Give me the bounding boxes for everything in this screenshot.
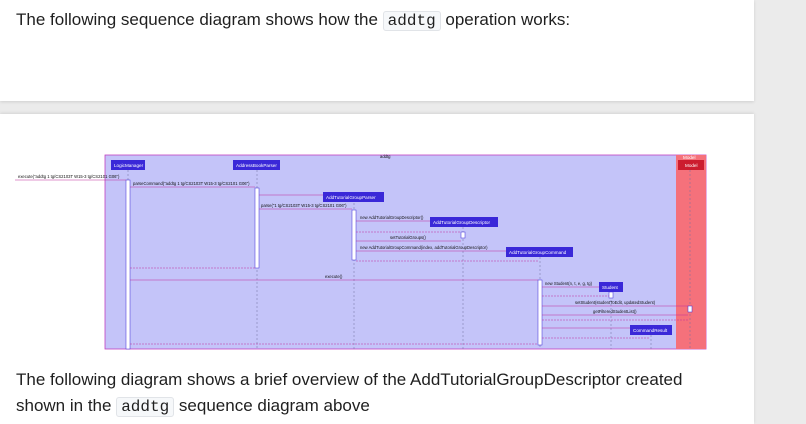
msg-set-groups-label: setTutorialGroups() (390, 235, 427, 240)
msg-new-descriptor-label: new AddTutorialGroupDescriptor() (360, 215, 424, 220)
participant-student-label: Student (602, 285, 619, 290)
participant-command-label: AddTutorialGroupCommand (509, 250, 567, 255)
intro-paragraph: The following sequence diagram shows how… (16, 8, 570, 33)
participant-parser-label: AddTutorialGroupParser (326, 195, 376, 200)
model-box-label: Model (685, 163, 698, 168)
msg-set-student-label: setStudent(studentToEdit, updatedStudent… (575, 300, 656, 305)
overview-line-2: shown in the addtg sequence diagram abov… (16, 394, 370, 419)
participant-result (630, 325, 672, 335)
participant-address-book-parser-label: AddressBookParser (236, 163, 277, 168)
intro-inline-code: addtg (382, 11, 441, 31)
activation-command (537, 279, 543, 346)
msg-parse-label: parse("1 tg/CS2103T W15-3 tg/CS2101 G06"… (261, 203, 347, 208)
overview-text-end: sequence diagram above (174, 396, 370, 415)
diagram-frame (104, 154, 707, 350)
msg-new-command-label: new AddTutorialGroupCommand(index, addTu… (360, 245, 488, 250)
participant-logic-manager-label: LogicManager (114, 163, 144, 168)
activation-logic-manager (125, 179, 131, 350)
model-frame (676, 155, 706, 349)
msg-parse-command-label: parseCommand("addtg 1 tg/CS2103T W15-3 t… (133, 181, 250, 186)
top-card: The following sequence diagram shows how… (0, 0, 754, 101)
intro-text: The following sequence diagram shows how… (16, 10, 383, 29)
activation-descriptor (460, 231, 466, 239)
overview-text: shown in the (16, 396, 117, 415)
participant-logic-manager (111, 160, 145, 170)
model-box (678, 160, 704, 170)
participant-parser (323, 192, 384, 202)
activation-student (608, 291, 614, 299)
sequence-diagram: addtg Model Model LogicManager AddressBo… (15, 154, 707, 350)
activation-address-book-parser (254, 187, 260, 269)
overview-line-1: The following diagram shows a brief over… (16, 370, 683, 389)
msg-get-filtered-label: getFilteredStudentList() (593, 309, 637, 314)
participant-student (599, 282, 623, 292)
frame-label: addtg (380, 154, 391, 159)
participant-address-book-parser (233, 160, 280, 170)
msg-execute-call-label: execute("addtg 1 tg/CS2103T W15-3 tg/CS2… (18, 174, 120, 179)
activation-model (687, 305, 693, 313)
msg-new-student-label: new Student(n, t, e, g, tg) (545, 281, 593, 286)
msg-execute-label: execute() (325, 274, 343, 279)
overview-inline-code: addtg (116, 397, 175, 417)
participant-descriptor-label: AddTutorialGroupDescriptor (433, 220, 490, 225)
participant-descriptor (430, 217, 498, 227)
participant-command (506, 247, 573, 257)
model-frame-label: Model (683, 155, 696, 160)
participant-result-label: CommandResult (633, 328, 668, 333)
intro-text-end: operation works: (440, 10, 571, 29)
activation-parser (351, 209, 357, 261)
